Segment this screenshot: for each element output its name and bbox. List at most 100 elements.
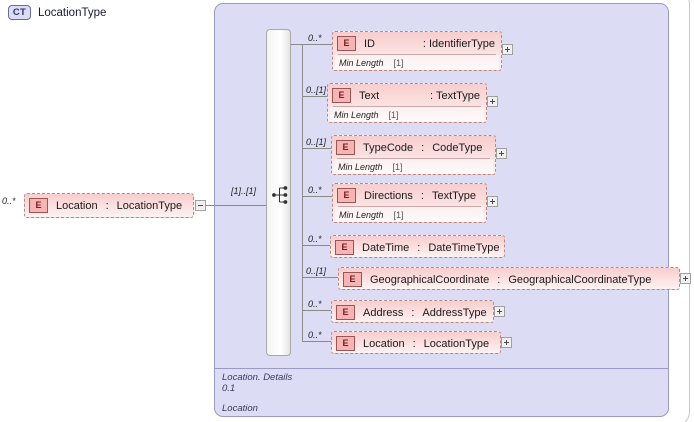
cardinality-geographicalcoordinate: 0..[1] [306, 266, 327, 276]
facet-divider [337, 158, 490, 159]
element-datetime-name: DateTime [362, 241, 410, 254]
element-geographicalcoordinate-name: GeographicalCoordinate [370, 273, 490, 286]
compositor-input-wire [215, 205, 267, 206]
expand-button-id[interactable] [502, 44, 513, 55]
element-badge-icon: E [343, 272, 362, 287]
element-id-row: E ID : IdentifierType [335, 34, 499, 53]
element-location[interactable]: E Location : LocationType [331, 331, 501, 354]
element-badge-icon: E [336, 305, 355, 320]
root-connector-wire [206, 205, 215, 206]
annotation-line-2: 0.1 [222, 383, 236, 394]
wire-geographicalcoordinate [302, 277, 343, 278]
wire-datetime [302, 245, 333, 246]
root-element-name: Location [56, 199, 98, 212]
element-text-type: : TextType [430, 89, 480, 102]
facet-value: [1] [393, 209, 404, 220]
element-text-row: E Text : TextType [330, 86, 484, 105]
expand-button-address[interactable] [494, 306, 505, 317]
element-datetime-type: DateTimeType [428, 241, 500, 254]
sequence-compositor-bar[interactable] [266, 29, 291, 356]
expand-button-typecode[interactable] [496, 148, 507, 159]
cardinality-directions: 0..* [308, 185, 322, 195]
element-directions-facet: Min Length [1] [335, 207, 484, 222]
element-badge-icon: E [29, 198, 48, 213]
wire-location [302, 341, 333, 342]
element-typecode-facet: Min Length [1] [334, 159, 493, 174]
element-location-type: LocationType [423, 337, 490, 350]
element-text-facet: Min Length [1] [330, 107, 484, 122]
facet-name: Min Length [339, 57, 384, 68]
element-address-separator: : [411, 306, 415, 319]
complextype-header: CT LocationType [8, 5, 106, 20]
root-element-type: LocationType [116, 199, 183, 212]
cardinality-text: 0..[1] [306, 85, 327, 95]
element-location-row: E Location : LocationType [334, 334, 498, 353]
element-badge-icon: E [336, 336, 355, 351]
element-directions-name: Directions [364, 189, 413, 202]
element-address-type: AddressType [422, 306, 487, 319]
element-badge-icon: E [337, 36, 356, 51]
element-datetime[interactable]: E DateTime : DateTimeType [330, 235, 505, 258]
facet-value: [1] [392, 161, 403, 172]
element-geographicalcoordinate-type: GeographicalCoordinateType [508, 273, 652, 286]
facet-value: [1] [393, 57, 404, 68]
element-badge-icon: E [332, 88, 351, 103]
wire-directions [302, 196, 336, 197]
element-typecode[interactable]: E TypeCode : CodeType Min Length [1] [331, 135, 496, 175]
element-address-row: E Address : AddressType [334, 303, 491, 322]
element-id-facet: Min Length [1] [335, 55, 499, 70]
root-collapse-button[interactable] [195, 200, 206, 211]
facet-divider [338, 206, 481, 207]
expand-button-directions[interactable] [487, 196, 498, 207]
element-text-name: Text [359, 89, 380, 102]
element-directions[interactable]: E Directions : TextType Min Length [1] [332, 183, 487, 223]
root-element-location[interactable]: E Location : LocationType [24, 193, 194, 218]
facet-divider [338, 54, 496, 55]
annotation-divider [215, 368, 668, 369]
cardinality-typecode: 0..[1] [306, 137, 327, 147]
element-geographicalcoordinate[interactable]: E GeographicalCoordinate : GeographicalC… [338, 267, 680, 290]
annotation-block: Location. Details 0.1 Location [222, 372, 292, 414]
facet-name: Min Length [339, 209, 384, 220]
root-element-row: E Location : LocationType [27, 196, 191, 215]
element-text[interactable]: E Text : TextType Min Length [1] [327, 83, 487, 123]
element-badge-icon: E [335, 240, 354, 255]
element-address[interactable]: E Address : AddressType [331, 300, 494, 323]
element-typecode-separator: : [421, 141, 425, 154]
element-datetime-row: E DateTime : DateTimeType [333, 238, 502, 257]
element-location-name: Location [363, 337, 405, 350]
element-typecode-name: TypeCode [363, 141, 414, 154]
compositor-cardinality: [1]..[1] [231, 186, 257, 196]
facet-divider [333, 106, 481, 107]
cardinality-datetime: 0..* [308, 234, 322, 244]
element-directions-separator: : [420, 189, 424, 202]
wire-text [302, 96, 344, 97]
expand-button-text[interactable] [487, 96, 498, 107]
expand-button-location[interactable] [501, 337, 512, 348]
element-datetime-separator: : [417, 241, 421, 254]
element-geographicalcoordinate-separator: : [497, 273, 501, 286]
root-element-separator: : [105, 199, 109, 212]
element-badge-icon: E [336, 140, 355, 155]
element-directions-row: E Directions : TextType [335, 186, 484, 205]
element-id[interactable]: E ID : IdentifierType Min Length [1] [332, 31, 502, 71]
wire-address [302, 310, 333, 311]
element-typecode-row: E TypeCode : CodeType [334, 138, 493, 157]
facet-value: [1] [388, 109, 399, 120]
expand-button-geographicalcoordinate[interactable] [680, 273, 691, 284]
element-address-name: Address [363, 306, 404, 319]
facet-name: Min Length [334, 109, 379, 120]
element-geographicalcoordinate-row: E GeographicalCoordinate : GeographicalC… [341, 270, 677, 289]
complextype-badge-icon: CT [8, 5, 31, 20]
facet-name: Min Length [338, 161, 383, 172]
cardinality-location: 0..* [308, 330, 322, 340]
annotation-line-3: Location [222, 403, 258, 414]
element-id-name: ID [364, 37, 375, 50]
annotation-spacer [222, 394, 292, 403]
element-typecode-type: CodeType [432, 141, 483, 154]
wire-id [291, 44, 336, 45]
wire-typecode [302, 148, 344, 149]
branch-vertical-wire [302, 44, 303, 341]
cardinality-id: 0..* [308, 33, 322, 43]
